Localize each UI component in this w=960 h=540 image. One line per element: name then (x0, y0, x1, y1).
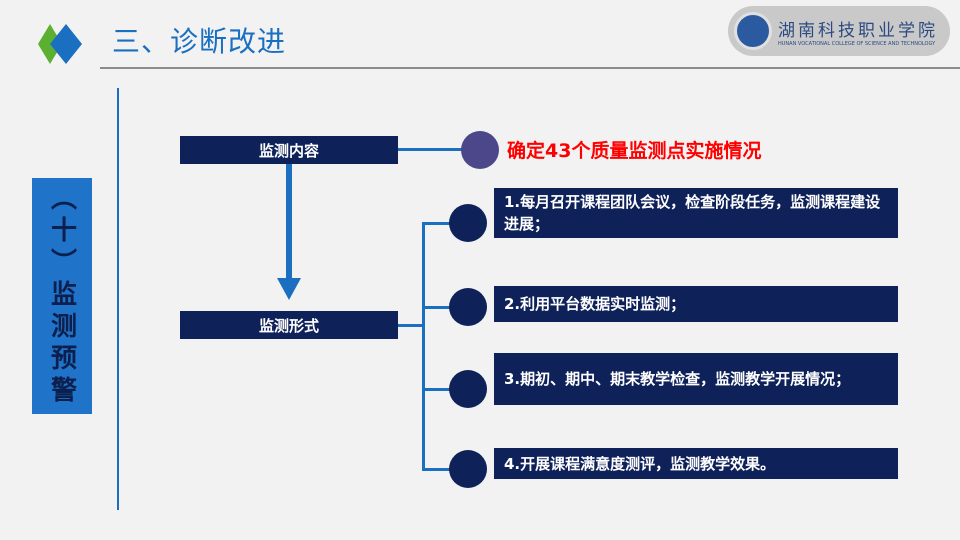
monitor-item: 2.利用平台数据实时监测； (494, 286, 898, 322)
college-seal-icon (734, 12, 772, 50)
header-divider (100, 67, 960, 69)
logo-cn: 湖南科技职业学院 (778, 20, 938, 41)
connector (422, 222, 452, 225)
connector (422, 388, 452, 391)
logo-diamond-icon (38, 24, 92, 64)
connector (422, 222, 425, 470)
monitor-item: 4.开展课程满意度测评，监测教学效果。 (494, 448, 898, 479)
monitor-item: 3.期初、期中、期末教学检查，监测教学开展情况； (494, 353, 898, 405)
connector (422, 306, 452, 309)
section-label: （十）监测预警 (32, 178, 92, 414)
highlight-dot (461, 131, 499, 169)
connector (422, 468, 452, 471)
connector (398, 324, 424, 327)
connector (398, 148, 462, 151)
arrow-down-icon (277, 278, 301, 300)
highlight-text: 确定43个质量监测点实施情况 (507, 140, 762, 162)
item-dot (449, 288, 487, 326)
item-dot (449, 450, 487, 488)
arrow-shaft (286, 164, 292, 280)
item-dot (449, 204, 487, 242)
monitor-item: 1.每月召开课程团队会议，检查阶段任务，监测课程建设进展； (494, 188, 898, 238)
page-title: 三、诊断改进 (112, 25, 287, 58)
college-logo: 湖南科技职业学院 HUNAN VOCATIONAL COLLEGE OF SCI… (728, 6, 950, 56)
form-box: 监测形式 (180, 311, 398, 339)
logo-en: HUNAN VOCATIONAL COLLEGE OF SCIENCE AND … (778, 40, 936, 47)
item-dot (449, 370, 487, 408)
vertical-divider (117, 88, 119, 510)
content-box: 监测内容 (180, 136, 398, 164)
